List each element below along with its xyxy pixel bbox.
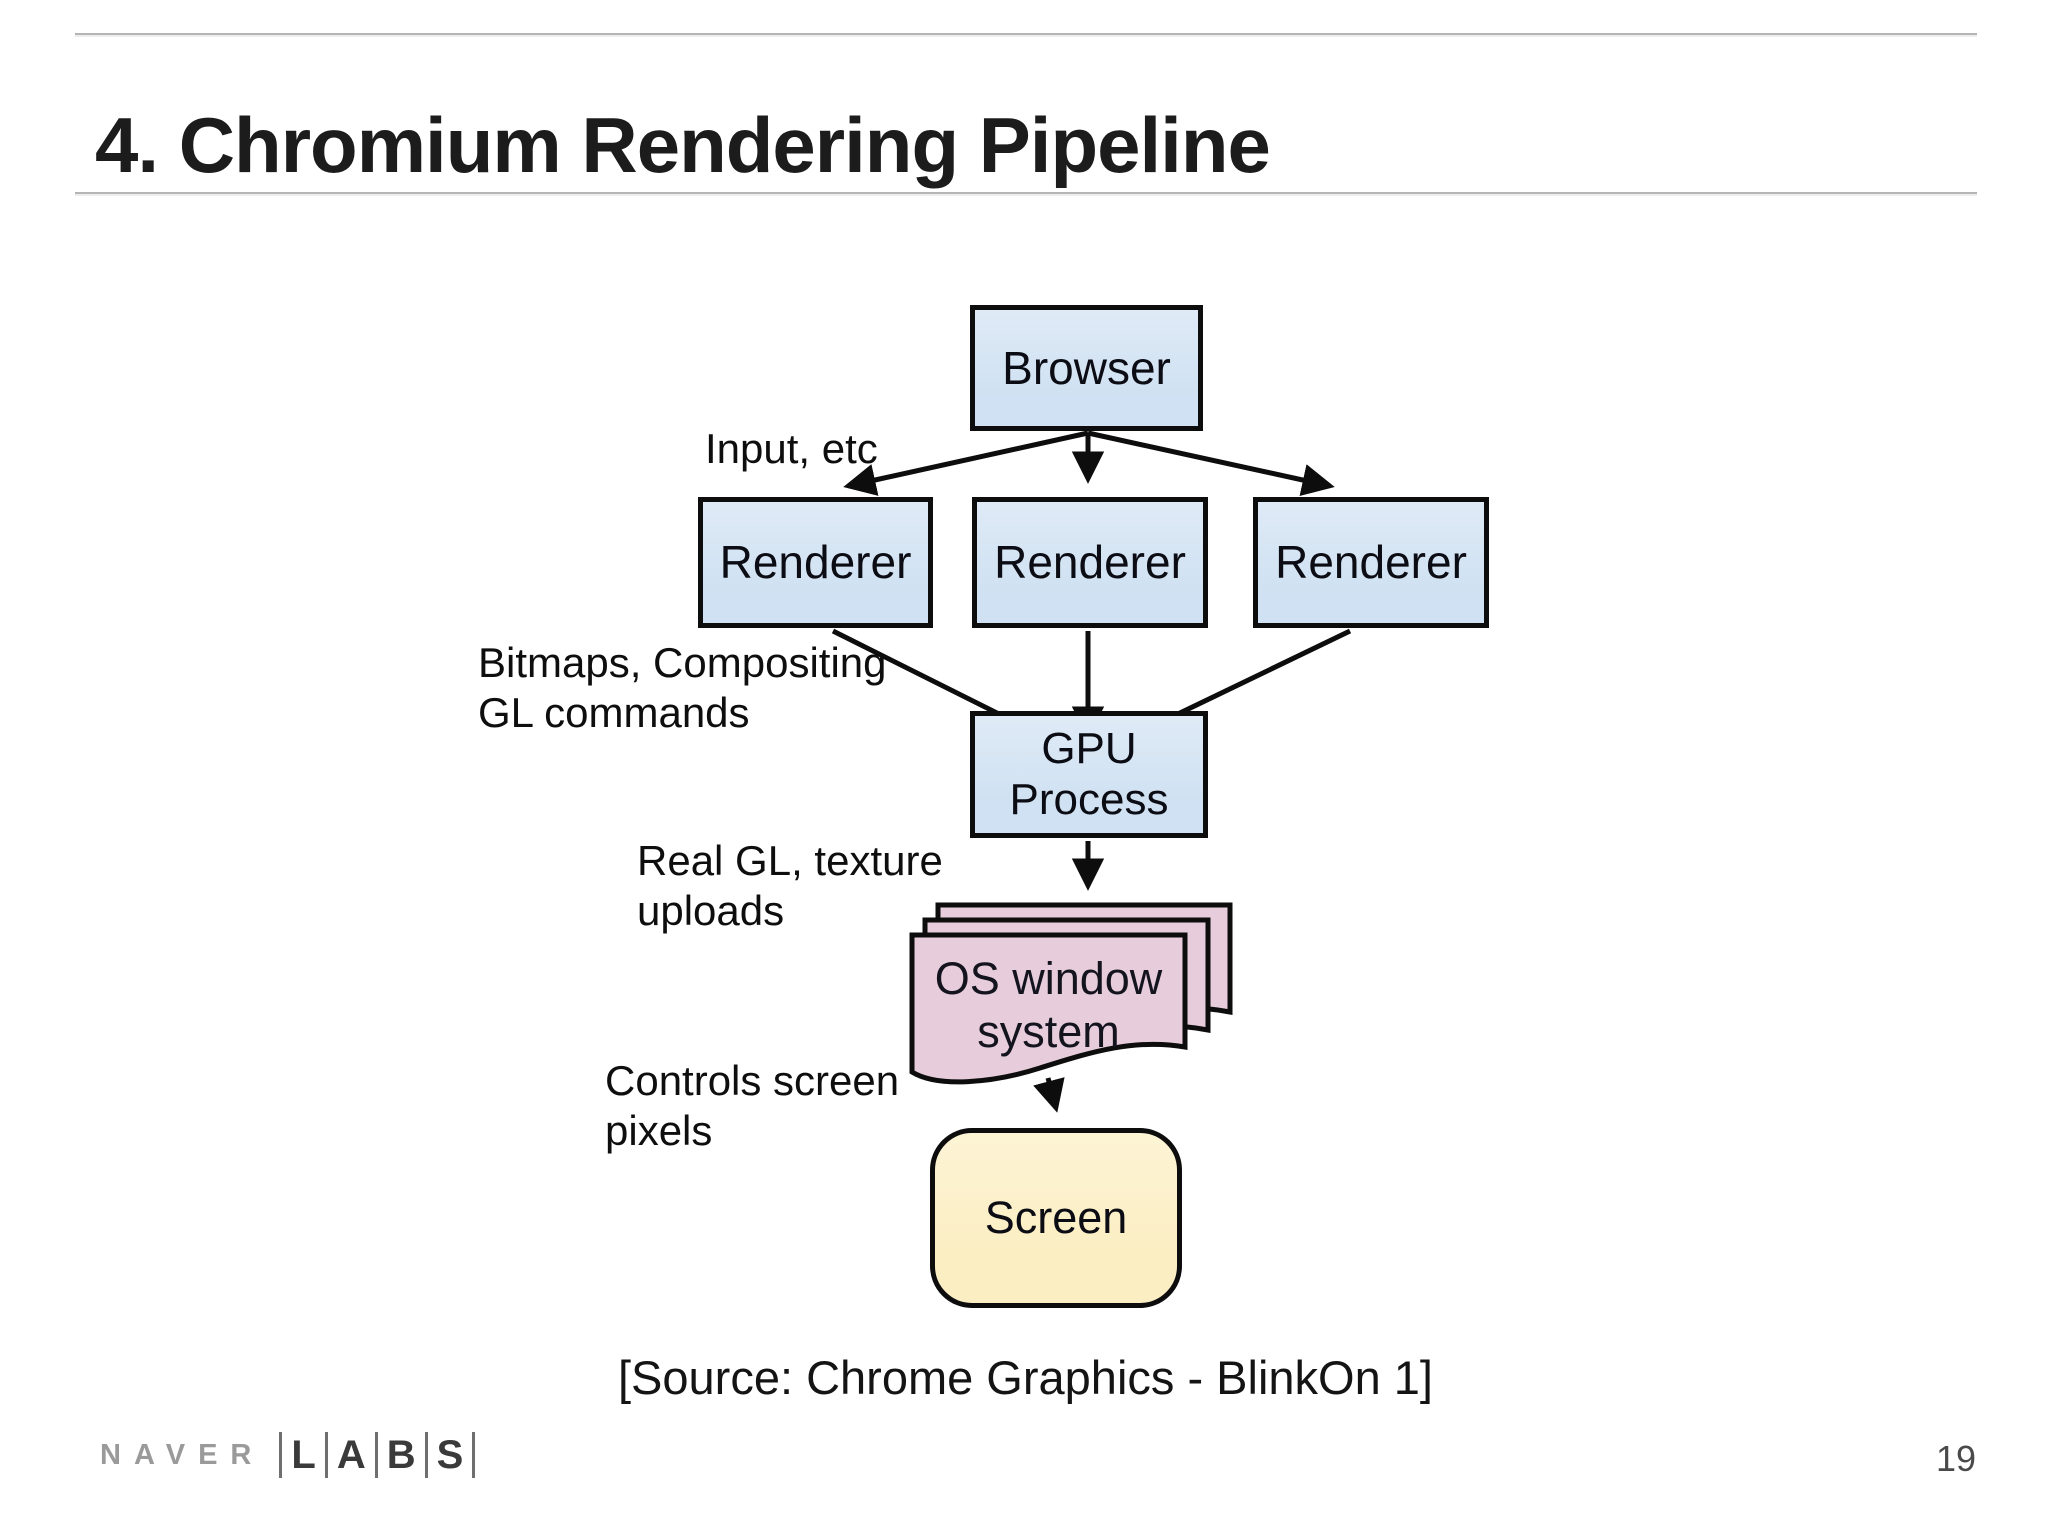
logo-divider-bar: [374, 1432, 378, 1478]
title-rule-top: [75, 33, 1977, 35]
edge-label-controls-pixels: Controls screen pixels: [605, 1057, 900, 1155]
source-caption: [Source: Chrome Graphics - BlinkOn 1]: [618, 1351, 1433, 1404]
node-renderer-right: Renderer: [1253, 497, 1489, 628]
labs-letter-a: A: [336, 1432, 366, 1477]
node-os-window-label: OS window system: [934, 953, 1163, 1058]
page-number: 19: [1935, 1438, 1976, 1479]
edge-label-bitmaps: Bitmaps, Compositing GL commands: [478, 639, 887, 737]
node-gpu-process: GPU Process: [970, 711, 1208, 838]
logo-divider-bar: [424, 1432, 428, 1478]
logo-divider-bar: [324, 1432, 328, 1478]
title-rule-bottom: [75, 192, 1977, 194]
os-window-multidoc-shape: [909, 902, 1233, 1085]
node-renderer-center: Renderer: [972, 497, 1208, 628]
node-screen: Screen: [930, 1128, 1182, 1308]
edge-label-input: Input, etc: [705, 425, 878, 472]
labs-letter-b: B: [386, 1432, 416, 1477]
naver-labs-logo: NAVER L A B S: [100, 1432, 484, 1478]
logo-divider-bar: [472, 1432, 476, 1478]
arrow-browser-to-renderer-right: [1087, 430, 1335, 496]
node-browser: Browser: [970, 305, 1203, 431]
page-title: 4. Chromium Rendering Pipeline: [95, 101, 1271, 190]
labs-letter-s: S: [436, 1432, 464, 1477]
logo-divider-bar: [279, 1432, 283, 1478]
arrow-browser-to-renderer-left: [843, 430, 1089, 496]
labs-letter-l: L: [291, 1432, 316, 1477]
naver-wordmark: NAVER: [100, 1438, 265, 1471]
os-window-sheet-front: [909, 932, 1188, 1085]
edge-label-real-gl: Real GL, texture uploads: [637, 837, 943, 935]
arrow-os-window-to-screen: [1033, 1077, 1065, 1113]
node-renderer-left: Renderer: [698, 497, 933, 628]
